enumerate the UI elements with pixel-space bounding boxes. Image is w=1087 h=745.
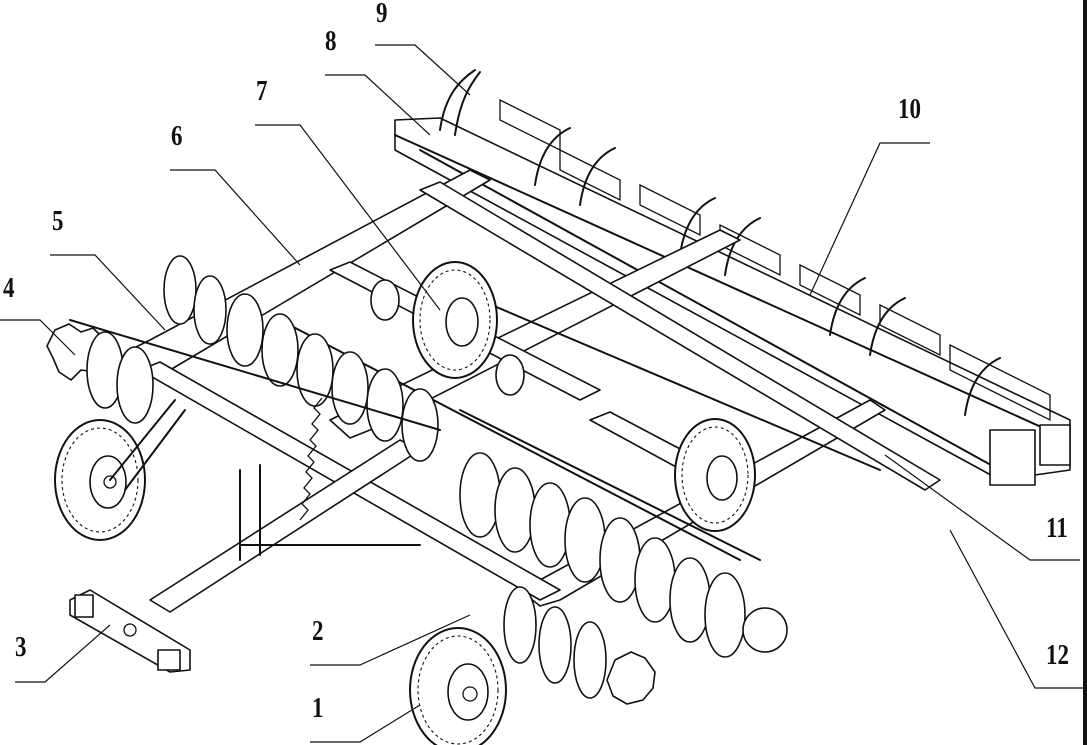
callout-4: 4 (3, 273, 15, 304)
main-frame (129, 169, 941, 613)
front-disc-gang (46, 255, 441, 462)
callout-2: 2 (312, 616, 324, 647)
callout-11: 11 (1046, 513, 1068, 544)
image-border (1083, 0, 1087, 745)
callout-10: 10 (898, 94, 921, 125)
callout-7: 7 (256, 76, 268, 107)
callout-9: 9 (376, 0, 388, 29)
callout-5: 5 (52, 206, 64, 237)
callout-3: 3 (15, 632, 27, 663)
callout-1: 1 (312, 693, 324, 724)
wheel-transport-left (412, 261, 498, 379)
leader-lines (0, 44, 1085, 743)
callout-6: 6 (171, 121, 183, 152)
callout-8: 8 (325, 26, 337, 57)
wheel-gauge (409, 627, 507, 745)
hitch-clevis (69, 589, 191, 673)
wheel-transport-right (674, 418, 756, 532)
wheel-front-left (54, 399, 186, 541)
callout-12: 12 (1046, 640, 1069, 671)
coil-spring (299, 397, 323, 521)
rear-disc-gang (459, 452, 788, 705)
rear-roller-assembly (394, 69, 1071, 486)
